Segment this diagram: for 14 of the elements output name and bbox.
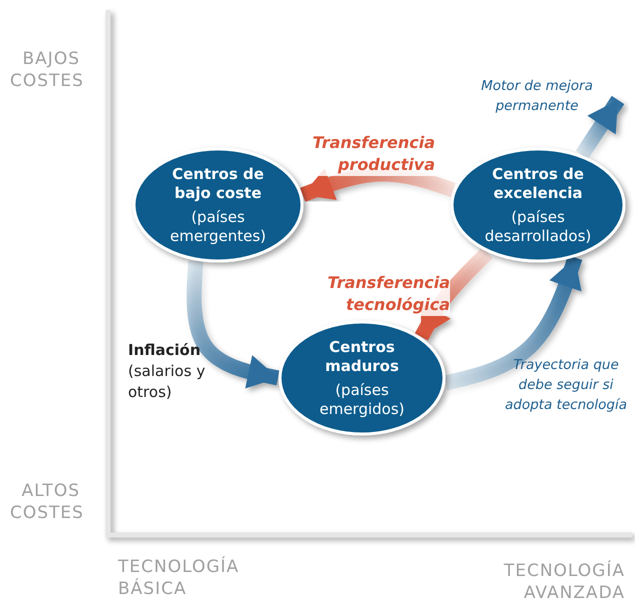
axis-label: TECNOLOGÍA AVANZADA [502,560,625,604]
node-title: Centros de excelencia [491,164,585,202]
edge-label: Trayectoria que debe seguir si adopta tecnología [504,356,628,415]
node-subtitle: (países emergentes) [168,208,267,246]
edge-label: Motor de mejora permanente [480,77,594,116]
axis-label: BAJOS COSTES [10,48,80,92]
node-subtitle: (países desarrollados) [484,208,592,246]
axis-label: TECNOLOGÍA BÁSICA [118,556,240,600]
axis-label: ALTOS COSTES [10,480,80,524]
edge-label: Inflación (salarios y otros) [128,340,206,403]
node-title: Centros maduros [324,338,400,376]
node-subtitle: (países emergidos) [318,380,406,418]
arrow [414,246,494,341]
node-title: Centros de bajo coste [171,164,265,202]
